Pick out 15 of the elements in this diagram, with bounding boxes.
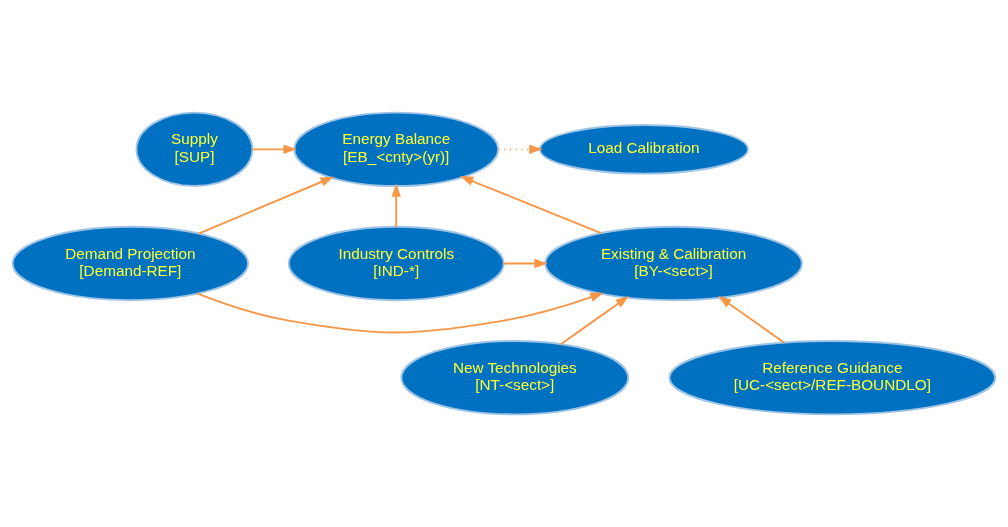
arrow	[251, 144, 297, 155]
arrow	[197, 176, 334, 235]
arrow	[502, 258, 548, 269]
arrow	[718, 295, 786, 344]
arrow	[459, 176, 603, 235]
arrow	[196, 292, 604, 334]
arrow	[497, 144, 543, 155]
node-ellipse: Supply [SUP]	[135, 111, 254, 187]
node-ellipse: Reference Guidance [UC-<sect>/REF-BOUNDLO]	[668, 340, 997, 416]
node-ellipse: New Technologies [NT-<sect>]	[400, 340, 630, 416]
node-ellipse: Load Calibration	[538, 124, 749, 175]
arrow	[391, 183, 401, 228]
node-ellipse: Demand Projection [Demand-REF]	[11, 225, 249, 302]
arrow	[559, 295, 630, 346]
node-ellipse: Industry Controls [IND-*]	[287, 225, 505, 302]
